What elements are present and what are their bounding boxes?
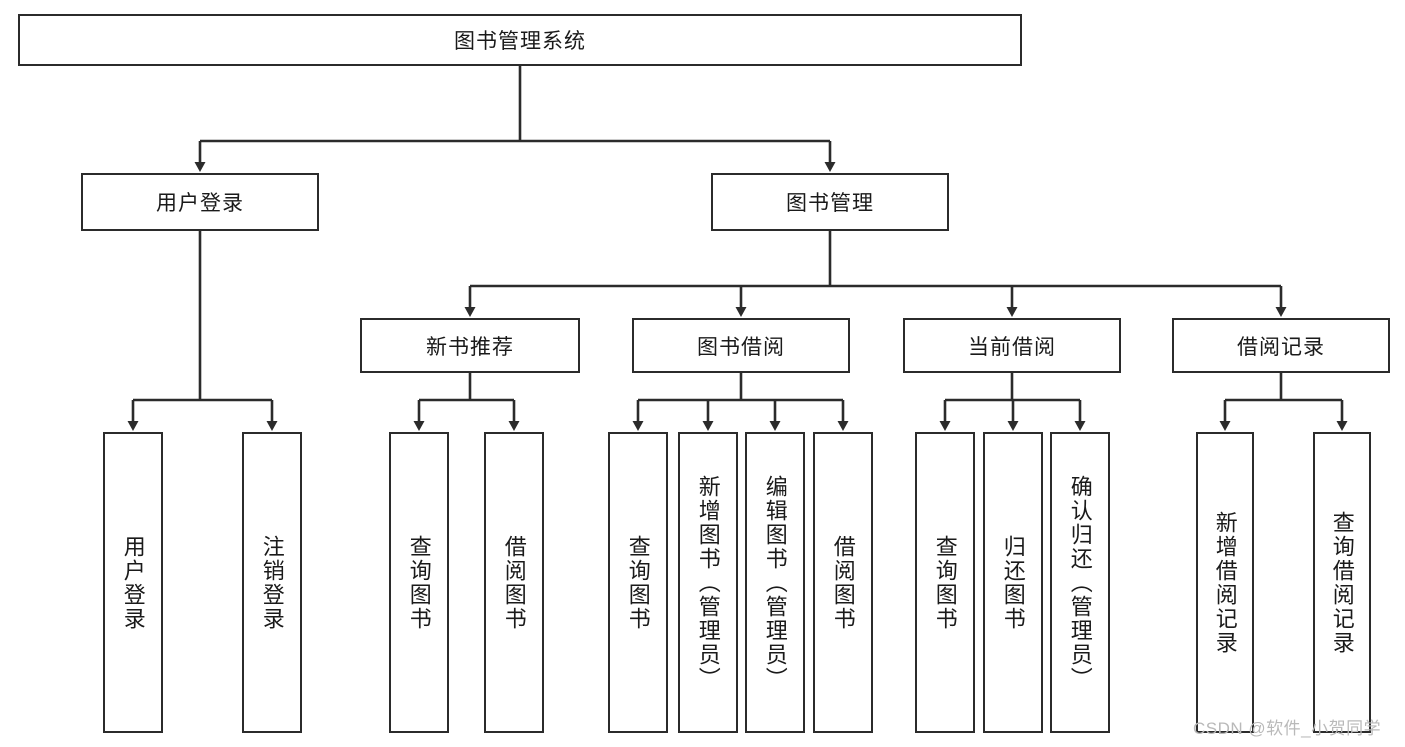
node-label: 用户登录 [156,192,244,215]
node-records: 借阅记录 [1172,318,1390,373]
node-l2: 注销登录 [242,432,302,733]
node-label: 图书借阅 [697,335,785,359]
node-l5: 查询图书 [608,432,668,733]
node-label: 查询借阅记录 [1329,510,1355,655]
node-label: 新增借阅记录 [1212,510,1238,655]
node-l1: 用户登录 [103,432,163,733]
node-label: 注销登录 [259,534,285,631]
node-label: 新书推荐 [426,335,514,359]
node-label: 查询图书 [406,534,432,631]
node-label: 图书管理 [786,192,874,215]
node-borrow: 图书借阅 [632,318,850,373]
node-l9: 查询图书 [915,432,975,733]
node-login: 用户登录 [81,173,319,231]
node-l8: 借阅图书 [813,432,873,733]
node-l10: 归还图书 [983,432,1043,733]
node-l6: 新增图书（管理员） [678,432,738,733]
node-current: 当前借阅 [903,318,1121,373]
node-label: 借阅记录 [1237,335,1325,359]
node-label: 编辑图书（管理员） [762,474,788,691]
node-label: 借阅图书 [501,534,527,631]
node-label: 当前借阅 [968,335,1056,359]
node-label: 查询图书 [932,534,958,631]
node-l12: 新增借阅记录 [1196,432,1254,733]
node-label: 用户登录 [120,534,146,631]
watermark-label: CSDN @软件_小贺同学 [1193,719,1382,738]
node-label: 新增图书（管理员） [695,474,721,691]
node-l11: 确认归还（管理员） [1050,432,1110,733]
node-newbook: 新书推荐 [360,318,580,373]
node-root: 图书管理系统 [18,14,1022,66]
node-l4: 借阅图书 [484,432,544,733]
node-label: 借阅图书 [830,534,856,631]
node-l3: 查询图书 [389,432,449,733]
node-l7: 编辑图书（管理员） [745,432,805,733]
node-label: 查询图书 [625,534,651,631]
node-bookmgmt: 图书管理 [711,173,949,231]
node-l13: 查询借阅记录 [1313,432,1371,733]
node-label: 图书管理系统 [454,30,586,53]
node-label: 确认归还（管理员） [1067,474,1093,691]
node-label: 归还图书 [1000,534,1026,631]
